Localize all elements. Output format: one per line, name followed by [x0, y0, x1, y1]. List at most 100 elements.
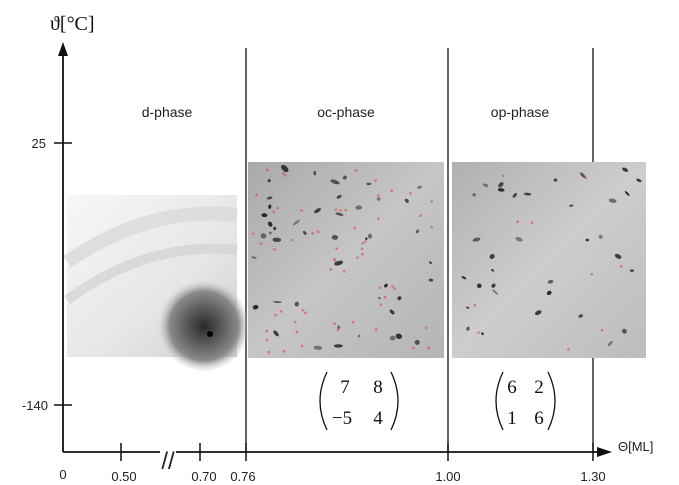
diffraction-spot [366, 182, 372, 186]
red-marker-dot [293, 320, 297, 324]
diffraction-spot [490, 268, 495, 272]
red-marker-dot [383, 295, 387, 299]
red-marker-dot [265, 338, 269, 342]
diffraction-spot [622, 328, 627, 334]
diffraction-spot [607, 340, 613, 347]
red-marker-dot [304, 311, 307, 315]
diffraction-spot [331, 234, 339, 240]
red-marker-dot [361, 241, 365, 245]
oc-matrix-cell-r2c2: 4 [373, 408, 383, 429]
diffraction-spot [293, 219, 300, 226]
diffraction-spot [483, 183, 489, 188]
diffraction-spot [489, 254, 495, 259]
diffraction-spot [512, 193, 518, 198]
op-matrix-right-paren [547, 371, 556, 431]
red-marker-dot [364, 240, 367, 243]
diffraction-spot [367, 233, 373, 239]
diffraction-spot [477, 283, 482, 289]
diffraction-spot [378, 296, 381, 300]
x-axis-break-gap [160, 446, 176, 458]
red-marker-dot [300, 209, 303, 212]
red-marker-dot [590, 272, 594, 276]
y-tick-label-25: 25 [32, 136, 46, 151]
red-marker-dot [376, 217, 380, 221]
x-tick-label-0.70: 0.70 [191, 469, 216, 484]
red-marker-dot [259, 242, 263, 245]
red-marker-dot [351, 320, 355, 324]
diffraction-spot [261, 213, 268, 218]
d-phase-diffraction-image [63, 195, 250, 372]
red-marker-dot [374, 179, 377, 182]
diffraction-spot [355, 205, 363, 210]
red-marker-dot [295, 330, 299, 334]
red-marker-dot [393, 287, 397, 291]
diffraction-spot [404, 198, 409, 203]
diffraction-spot [461, 276, 467, 280]
diffraction-spot [330, 179, 340, 185]
x-axis-break-mark: // [161, 448, 175, 475]
red-marker-dot [282, 349, 286, 353]
op-matrix-cell-r1c1: 6 [507, 377, 517, 398]
diffraction-spot [260, 233, 267, 239]
diffraction-spot [585, 238, 590, 242]
red-marker-dot [251, 232, 255, 236]
red-marker-dot [274, 313, 277, 317]
red-marker-dot [378, 286, 382, 289]
diffraction-spot [546, 290, 552, 296]
oc-matrix-right-paren [390, 371, 399, 431]
diffraction-spot [472, 237, 481, 242]
op-phase-diffraction-image [452, 162, 646, 358]
red-marker-dot [267, 350, 271, 354]
diffraction-spot [492, 289, 499, 295]
red-marker-dot [334, 208, 338, 212]
red-marker-dot [360, 247, 364, 251]
diffraction-spot [268, 204, 272, 209]
y-axis-arrowhead [58, 42, 68, 56]
red-marker-dot [335, 247, 339, 251]
op-phase-matrix: 6 2 1 6 [495, 371, 556, 431]
x-axis-label: Θ[ML] [618, 439, 653, 454]
diffraction-spot [429, 261, 432, 265]
red-marker-dot [329, 268, 333, 271]
diffraction-spot [534, 310, 542, 316]
red-marker-dot [477, 331, 480, 334]
red-marker-dot [266, 168, 269, 172]
diffraction-spot [365, 237, 368, 240]
red-marker-dot [530, 221, 534, 225]
phase-label-oc: oc-phase [317, 104, 375, 120]
diffraction-spot [598, 234, 603, 239]
diffraction-spot [415, 229, 420, 234]
diffraction-spot [515, 237, 523, 242]
red-marker-dot [255, 193, 258, 197]
diffraction-spot [622, 167, 629, 172]
diffraction-spot [272, 237, 282, 243]
diffraction-spot [336, 194, 342, 199]
red-marker-dot [424, 326, 428, 330]
diffraction-spot [314, 208, 321, 214]
diffraction-spot [636, 178, 642, 183]
red-marker-dot [354, 169, 358, 172]
oc-matrix-left-paren [319, 371, 328, 431]
red-marker-dot [272, 210, 276, 214]
diffraction-spot [273, 300, 282, 304]
x-tick-label-1.00: 1.00 [435, 469, 460, 484]
diffraction-spot [414, 339, 420, 345]
diffraction-spot [428, 278, 434, 282]
diffraction-spot [498, 182, 504, 188]
phase-label-d: d-phase [142, 104, 193, 120]
x-axis-arrowhead [597, 447, 612, 457]
red-marker-dot [430, 225, 433, 229]
red-marker-dot [427, 346, 430, 350]
red-marker-dot [567, 347, 570, 351]
diffraction-spot [465, 306, 470, 309]
diffraction-spot [417, 185, 423, 189]
diffraction-spot [313, 345, 323, 350]
diffraction-spot [342, 175, 347, 180]
diffraction-spot [281, 164, 289, 173]
red-marker-dot [409, 192, 412, 195]
diffraction-spot [333, 344, 343, 348]
diffraction-spot [251, 256, 257, 259]
diffraction-spot [466, 326, 470, 331]
diffraction-spot [267, 221, 273, 227]
